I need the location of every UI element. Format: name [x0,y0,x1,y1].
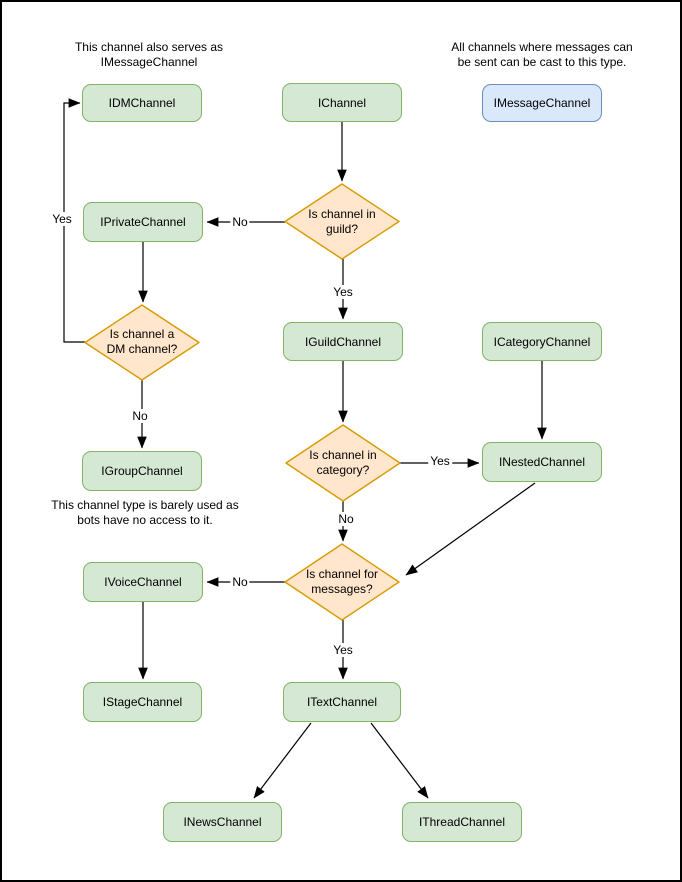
node-ithreadchannel: IThreadChannel [402,802,522,842]
decision-line: category? [316,463,370,477]
decision-messages-label: Is channel for messages? [306,567,378,597]
edge-label-dm-no: No [130,409,150,423]
node-ichannel: IChannel [282,83,402,122]
edge-itextchannel-to-ithreadchannel [370,722,429,799]
edge-label-guild-yes: Yes [331,285,355,299]
edge-inestedchannel-to-messages-decision [405,482,536,576]
node-iguildchannel: IGuildChannel [283,322,403,361]
node-icategorychannel: ICategoryChannel [482,322,602,361]
decision-category-label: Is channel in category? [309,448,376,478]
edge-itextchannel-to-inewschannel [253,722,312,799]
note-idmchannel: This channel also serves as IMessageChan… [42,40,256,70]
decision-dm-label: Is channel a DM channel? [107,327,178,357]
node-label: IThreadChannel [418,815,506,829]
decision-line: Is channel a [109,327,175,341]
decision-line: Is channel for [305,567,379,581]
node-label: IChannel [317,95,367,110]
node-label: IMessageChannel [493,96,591,110]
node-label: INestedChannel [498,455,586,469]
decision-guild-shape [284,183,400,260]
note-line: This channel type is barely used as [51,498,239,512]
decision-category-shape [285,424,401,502]
node-imessagechannel: IMessageChannel [482,84,602,122]
node-label: IGroupChannel [101,464,183,478]
decision-guild-label: Is channel in guild? [308,207,375,237]
node-inestedchannel: INestedChannel [482,442,602,482]
edge-label-guild-no: No [230,215,250,229]
node-label: IPrivateChannel [100,215,186,229]
edge-label-dm-yes: Yes [50,212,74,226]
decision-messages-shape [284,543,400,621]
node-iprivatechannel: IPrivateChannel [83,202,203,242]
edge-label-category-yes: Yes [428,454,452,468]
edge-label-messages-yes: Yes [331,643,355,657]
note-line: All channels where messages can [451,40,633,54]
node-idmchannel: IDMChannel [82,84,202,122]
decision-line: Is channel in [308,207,376,221]
note-igroupchannel: This channel type is barely used as bots… [28,498,262,528]
node-igroupchannel: IGroupChannel [82,451,202,491]
note-line: IMessageChannel [100,55,198,69]
decision-dm-shape [84,304,200,381]
node-label: IStageChannel [102,695,183,709]
node-label: ICategoryChannel [493,334,591,349]
note-imessagechannel: All channels where messages can be sent … [432,40,652,70]
node-inewschannel: INewsChannel [163,802,282,842]
node-label: IGuildChannel [304,334,382,349]
node-label: INewsChannel [183,815,262,829]
node-label: IDMChannel [108,96,176,110]
node-itextchannel: ITextChannel [283,682,401,722]
note-line: This channel also serves as [74,40,224,54]
edge-label-messages-no: No [230,575,250,589]
node-ivoicechannel: IVoiceChannel [83,562,203,602]
node-label: IVoiceChannel [104,575,182,589]
edge-label-category-no: No [336,512,356,526]
note-line: be sent can be cast to this type. [457,55,627,69]
decision-line: guild? [325,222,359,236]
decision-line: DM channel? [106,342,178,356]
decision-line: messages? [311,582,373,596]
node-istagechannel: IStageChannel [83,682,202,722]
decision-line: Is channel in [309,448,377,462]
node-label: ITextChannel [306,695,378,709]
note-line: bots have no access to it. [77,513,213,527]
